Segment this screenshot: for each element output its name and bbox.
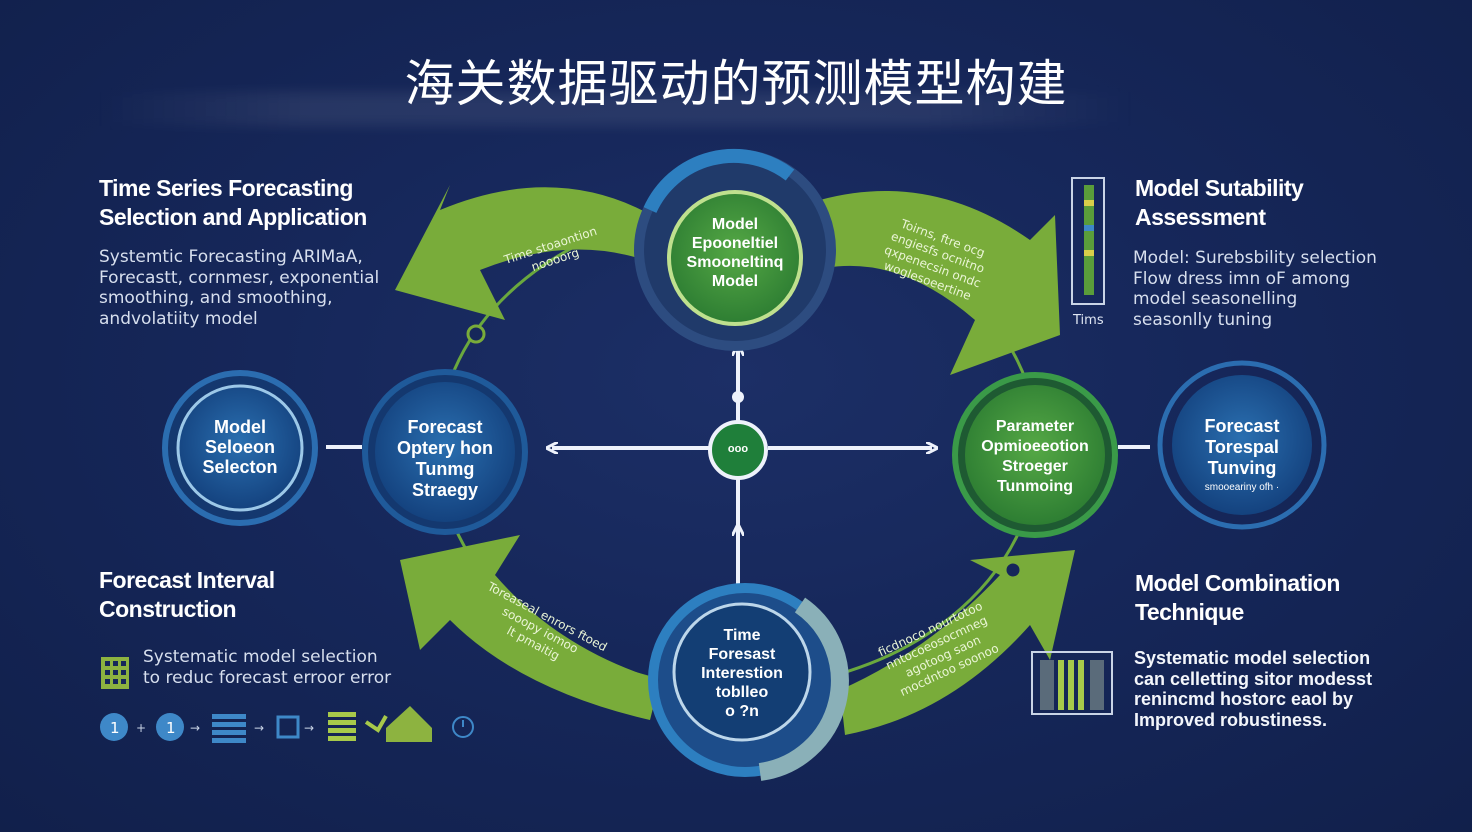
left-outer-node-label: Model Seloeon Selecton bbox=[202, 417, 278, 477]
title-underline-glow bbox=[95, 92, 1135, 126]
arrow-dot bbox=[466, 324, 486, 344]
svg-text:+: + bbox=[136, 721, 146, 735]
house-icon bbox=[386, 706, 432, 742]
grid-icon bbox=[101, 657, 129, 689]
top-left-body: Systemtic Forecasting ARIMaA, Forecastt,… bbox=[99, 247, 380, 329]
bottom-right-heading: Model Combination Technique bbox=[1135, 570, 1340, 625]
box-icon bbox=[276, 715, 300, 739]
chart-bar-icon bbox=[364, 715, 388, 733]
page-title: 海关数据驱动的预测模型构建 bbox=[404, 55, 1068, 113]
svg-text:→: → bbox=[190, 721, 200, 735]
center-hub bbox=[708, 420, 768, 480]
top-node bbox=[667, 190, 803, 326]
svg-text:→: → bbox=[254, 721, 264, 735]
right-inner-node-label: Parameter Opmioeeotion Stroeger Tunmoing bbox=[981, 418, 1089, 495]
bar-chart-icon bbox=[1071, 177, 1105, 305]
svg-text:1: 1 bbox=[166, 719, 176, 737]
arrow-bottom-right bbox=[840, 550, 1075, 735]
right-inner-node bbox=[965, 385, 1105, 525]
right-outer-node-label: Forecast Torespal Tunving bbox=[1204, 416, 1280, 478]
bottom-node-label: Time Foresast Interestion toblleo o ?n bbox=[701, 627, 783, 720]
svg-text:1: 1 bbox=[110, 719, 120, 737]
step-one-icon bbox=[156, 713, 184, 741]
top-left-heading: Time Series Forecasting Selection and Ap… bbox=[99, 175, 367, 230]
connector-dot bbox=[732, 391, 744, 403]
bottom-node-arc bbox=[758, 597, 849, 781]
clock-icon bbox=[452, 716, 474, 738]
left-outer-node bbox=[176, 384, 304, 512]
bottom-left-body: Systematic model selection to reduc fore… bbox=[143, 647, 392, 688]
top-node-arc bbox=[643, 148, 795, 214]
right-outer-node bbox=[1172, 375, 1312, 515]
step-one-icon bbox=[100, 713, 128, 741]
left-inner-node-label: Forecast Optery hon Tunmg Straegy bbox=[396, 417, 493, 500]
arrow-top-left bbox=[395, 185, 665, 320]
right-outer-node-ring bbox=[1157, 360, 1327, 530]
top-node-label: Model Epooneltiel Smooneltinq Model bbox=[686, 216, 784, 290]
center-hub-label: ooo bbox=[727, 443, 749, 455]
top-right-body: Model: Surebsbility selection Flow dress… bbox=[1133, 248, 1377, 330]
arrow-bottom-left bbox=[400, 535, 660, 720]
arrow-top-right bbox=[820, 191, 1060, 375]
bottom-left-heading: Forecast Interval Construction bbox=[99, 567, 275, 622]
bottom-right-body: Systematic model selection can cellettin… bbox=[1134, 648, 1373, 730]
bottom-node bbox=[672, 602, 812, 742]
bar-panel-icon bbox=[1031, 651, 1113, 715]
right-outer-node-sublabel: smooeariny ofh · bbox=[1204, 482, 1280, 493]
left-inner-node bbox=[375, 382, 515, 522]
list-icon bbox=[212, 714, 246, 743]
process-strip: 1 + 1 → → → bbox=[100, 706, 474, 743]
top-right-heading: Model Sutability Assessment bbox=[1135, 175, 1304, 230]
bar-chart-caption: Tims bbox=[1073, 313, 1104, 328]
arrow-dot bbox=[1003, 560, 1023, 580]
stack-icon bbox=[328, 712, 356, 741]
svg-text:→: → bbox=[304, 721, 314, 735]
